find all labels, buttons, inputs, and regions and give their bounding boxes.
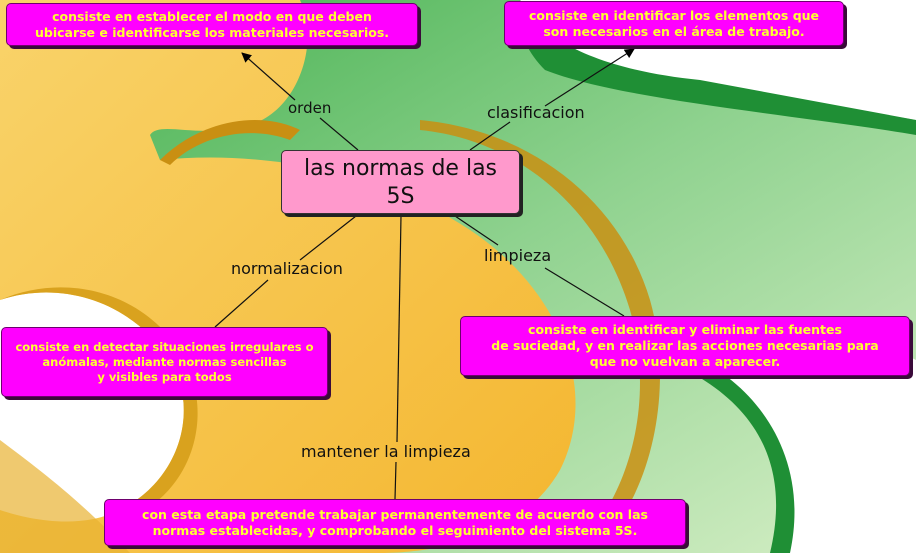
link-label-normalizacion: normalizacion xyxy=(231,259,343,278)
concept-text: son necesarios en el área de trabajo. xyxy=(543,23,805,39)
concept-box-mantener[interactable]: con esta etapa pretende trabajar permane… xyxy=(104,499,686,546)
concept-box-orden[interactable]: consiste en establecer el modo en que de… xyxy=(6,3,418,46)
concept-text: ubicarse e identificarse los materiales … xyxy=(34,24,390,40)
concept-box-normalizacion[interactable]: consiste en detectar situaciones irregul… xyxy=(1,327,328,397)
central-concept-node[interactable]: las normas de las 5S xyxy=(281,150,520,214)
concept-text: con esta etapa pretende trabajar permane… xyxy=(142,506,648,522)
concept-text: consiste en detectar situaciones irregul… xyxy=(15,339,314,354)
concept-text: consiste en establecer el modo en que de… xyxy=(52,8,372,24)
central-concept-line: las normas de las xyxy=(303,156,498,181)
concept-text: consiste en identificar y eliminar las f… xyxy=(528,322,842,337)
concept-text: de suciedad, y en realizar las acciones … xyxy=(491,338,879,353)
concept-text: consiste en identificar los elementos qu… xyxy=(528,7,820,23)
concept-text: que no vuelvan a aparecer. xyxy=(589,354,781,369)
central-concept-line: 5S xyxy=(386,184,415,209)
concept-box-clasificacion[interactable]: consiste en identificar los elementos qu… xyxy=(504,1,844,46)
link-label-clasificacion: clasificacion xyxy=(487,103,585,122)
concept-text: y visibles para todos xyxy=(97,369,232,384)
concept-text: anómalas, mediante normas sencillas xyxy=(42,354,287,369)
link-label-mantener: mantener la limpieza xyxy=(301,442,471,461)
concept-box-limpieza[interactable]: consiste en identificar y eliminar las f… xyxy=(460,316,910,376)
link-label-limpieza: limpieza xyxy=(484,246,552,265)
link-label-orden: orden xyxy=(288,99,332,117)
concept-text: normas establecidas, y comprobando el se… xyxy=(152,522,638,538)
